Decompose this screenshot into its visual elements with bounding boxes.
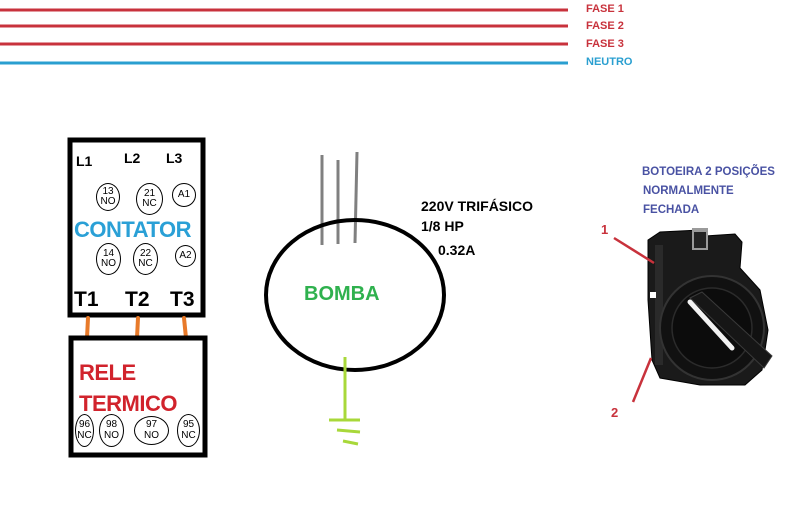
pin-2-arrow [631,357,653,403]
wire-t3 [182,316,188,340]
legend-phase-1: FASE 1 [586,3,624,15]
contator-contact-a2: A2 [175,245,196,267]
contact-number: 22 [139,247,152,259]
contator-contact-21: 21 NC [136,183,163,215]
rele-contact-98: 98 NO [99,414,124,447]
ground-symbol [329,357,361,446]
bomba-spec-voltage: 220V TRIFÁSICO [421,198,534,214]
contact-number: 14 [102,247,115,259]
contact-number: A2 [179,249,192,261]
contact-type: NO [101,258,116,269]
rele-title-line2: TERMICO [79,391,177,416]
contator-contact-a1: A1 [172,183,196,207]
contact-number: 21 [143,187,156,199]
contact-number: 96 [78,419,91,430]
rele-contact-97: 97 NO [134,416,169,445]
legend-neutral: NEUTRO [586,56,633,68]
contator-input-l2: L2 [124,150,141,166]
contator-output-t1: T1 [74,288,99,311]
contator-contact-14: 14 NO [96,243,121,275]
ground-bar-3 [342,439,359,446]
wire-t1 [85,316,90,340]
contact-type: NC [142,198,157,209]
contact-type: NO [144,429,159,441]
contator-output-t2: T2 [125,288,150,311]
contator-title: CONTATOR [74,217,192,242]
contact-number: 98 [105,419,118,430]
ground-bar-2 [336,428,361,434]
bomba-spec-power: 1/8 HP [421,218,464,234]
rele-contact-95: 95 NC [177,414,200,447]
legend-phase-3: FASE 3 [586,38,624,50]
selector-switch-image[interactable] [647,228,773,386]
contact-number: A1 [177,188,191,200]
motor-leads [320,151,359,245]
contact-type: NC [181,429,196,441]
switch-position-indicator [687,299,735,351]
botoeira-title-line3: FECHADA [643,204,700,216]
botoeira-title-line1: BOTOEIRA 2 POSIÇÕES [642,166,775,178]
botoeira-pin-2-label: 2 [611,405,619,420]
motor-lead-3 [353,151,359,244]
connection-wires [85,316,188,340]
contact-type: NO [104,429,119,441]
contact-type: NC [77,429,92,441]
bomba-spec-current: 0.32A [438,242,476,258]
bomba-motor [264,218,446,372]
wire-t2 [135,316,140,340]
contator-output-t3: T3 [170,288,195,311]
contact-number: 95 [182,419,195,430]
contact-number: 97 [145,419,158,430]
botoeira-title-line2: NORMALMENTE [643,185,734,197]
contator-input-l1: L1 [76,153,93,169]
rele-contact-96: 96 NC [75,414,94,447]
contact-number: 13 [102,185,114,197]
contact-type: NC [138,258,153,269]
contator-input-l3: L3 [166,150,183,166]
botoeira-pin-1-label: 1 [601,222,609,237]
legend-phase-2: FASE 2 [586,20,624,32]
pin-1-arrow [613,236,655,265]
bomba-title: BOMBA [304,283,380,305]
contator-contact-22: 22 NC [133,243,158,275]
contator-box [67,137,206,318]
rele-title-line1: RELE [79,360,136,385]
contact-type: NO [100,196,116,207]
contator-contact-13: 13 NO [96,183,120,211]
